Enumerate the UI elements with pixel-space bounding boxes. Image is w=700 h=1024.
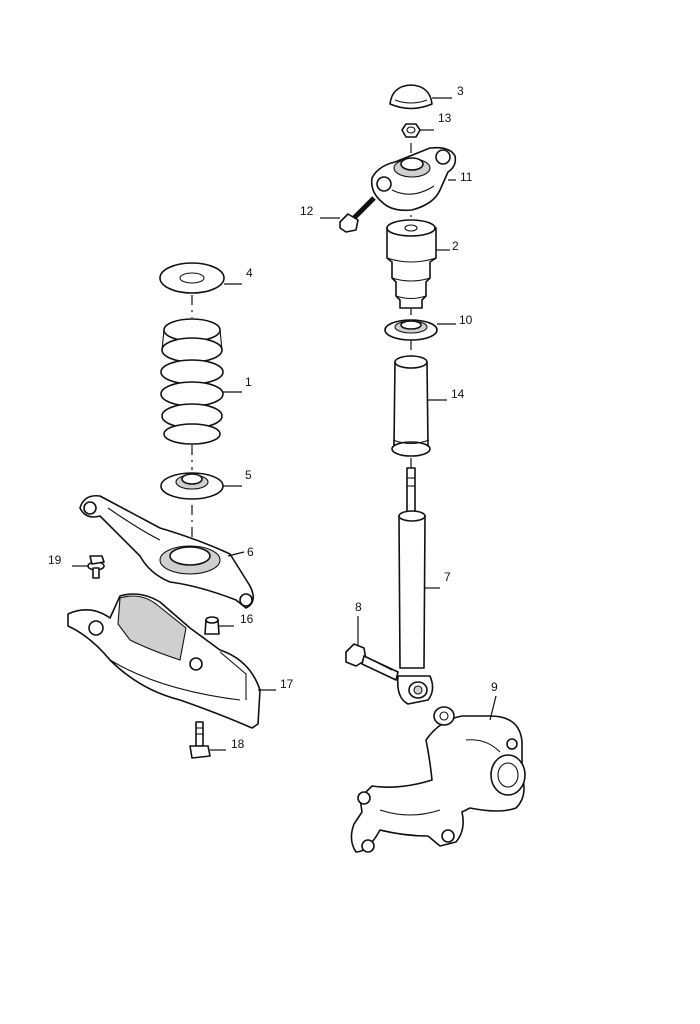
callout-13: 13 xyxy=(438,111,452,125)
callout-6: 6 xyxy=(247,545,254,559)
part-17-subframe xyxy=(67,593,261,729)
part-18-bolt xyxy=(189,721,211,759)
part-8-bolt xyxy=(345,643,399,681)
part-12-bolt xyxy=(339,196,376,233)
callout-7: 7 xyxy=(444,570,451,584)
callout-8: 8 xyxy=(355,600,362,614)
part-3-dust-cap xyxy=(389,84,433,110)
part-16-bushing xyxy=(204,616,220,635)
callout-17: 17 xyxy=(280,677,294,691)
callout-10: 10 xyxy=(459,313,473,327)
part-14-dust-sleeve xyxy=(391,355,431,457)
callout-11: 11 xyxy=(460,170,473,184)
callout-14: 14 xyxy=(451,387,465,401)
part-13-nut xyxy=(401,123,421,138)
part-7-shock-absorber xyxy=(396,467,434,705)
callout-2: 2 xyxy=(452,239,459,253)
callout-labels: 3 13 11 12 2 10 14 7 8 9 4 1 5 6 19 16 1… xyxy=(48,84,498,751)
callout-18: 18 xyxy=(231,737,245,751)
callout-3: 3 xyxy=(457,84,464,98)
part-2-bump-stop xyxy=(386,219,437,309)
callout-5: 5 xyxy=(245,468,252,482)
part-19-bolt xyxy=(87,555,105,579)
part-9-wheel-knuckle xyxy=(350,706,526,853)
callout-16: 16 xyxy=(240,612,254,626)
callout-19: 19 xyxy=(48,553,62,567)
part-11-top-mount xyxy=(370,146,457,212)
part-1-coil-spring xyxy=(160,318,224,445)
callout-1: 1 xyxy=(245,375,252,389)
callout-4: 4 xyxy=(246,266,253,280)
part-4-spring-pad xyxy=(159,262,225,294)
callout-9: 9 xyxy=(491,680,498,694)
callout-12: 12 xyxy=(300,204,314,218)
part-5-lower-seat xyxy=(160,472,224,500)
part-10-upper-seat xyxy=(384,319,438,341)
leader-lines xyxy=(72,97,497,751)
part-6-control-arm xyxy=(79,494,254,609)
